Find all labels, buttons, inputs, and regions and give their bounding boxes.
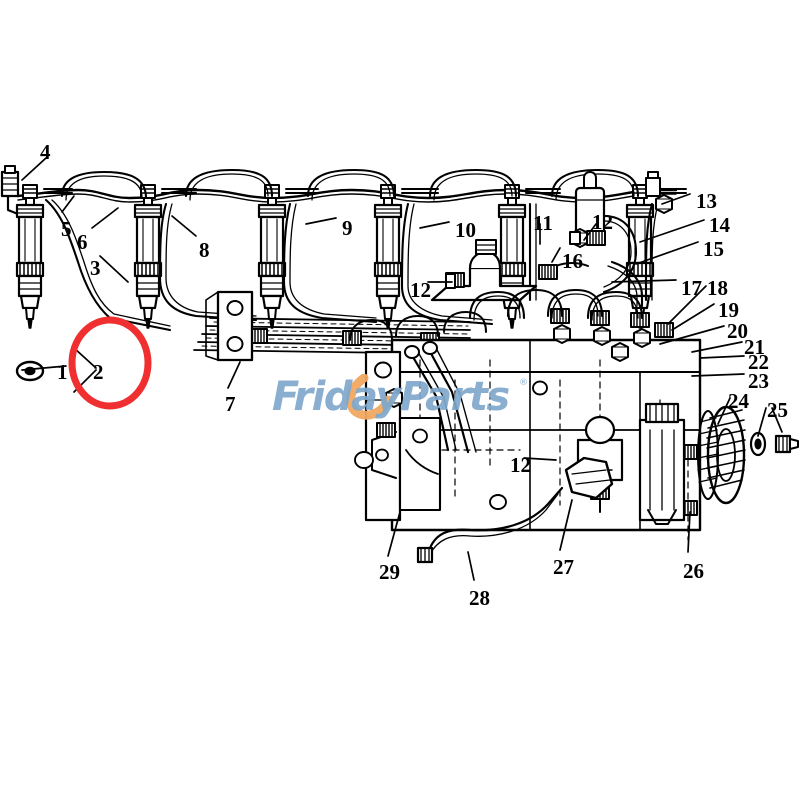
pump-drive-gear-24 — [697, 405, 746, 505]
injector-4 — [373, 183, 403, 330]
callout-number-17: 17 — [681, 276, 702, 300]
callout-number-11: 11 — [533, 211, 553, 235]
callout-number-7: 7 — [225, 392, 236, 416]
callout-number-23: 23 — [748, 369, 769, 393]
pump-face-fasteners — [354, 380, 548, 510]
callout-number-12: 12 — [592, 210, 613, 234]
overflow-valve-assembly — [574, 171, 673, 308]
callout-number-9: 9 — [342, 216, 353, 240]
callout-number-21: 21 — [744, 335, 765, 359]
callout-number-12: 12 — [510, 453, 531, 477]
injector-5 — [497, 183, 527, 330]
callout-number-13: 13 — [696, 189, 717, 213]
callout-number-2: 2 — [93, 360, 104, 384]
callout-number-20: 20 — [727, 319, 748, 343]
callout-number-24: 24 — [728, 389, 749, 413]
priming-pump-hex — [564, 456, 614, 500]
injector-3 — [257, 183, 287, 330]
callout-number-1: 1 — [57, 360, 68, 384]
callout-number-27: 27 — [553, 555, 574, 579]
control-rack-arms — [404, 341, 477, 454]
pump-mount-bolts-26 — [663, 442, 698, 541]
callout-number-29: 29 — [379, 560, 400, 584]
injector-2 — [133, 183, 163, 330]
callout-number-4: 4 — [40, 140, 51, 164]
overflow-elbow-13 — [645, 171, 673, 214]
plunger-bores — [349, 311, 487, 341]
callout-number-19: 19 — [718, 298, 739, 322]
callout-number-25: 25 — [767, 398, 788, 422]
inlet-fitting-4 — [0, 165, 20, 216]
high-pressure-fuel-lines — [60, 168, 640, 201]
callout-number-3: 3 — [90, 256, 101, 280]
callout-number-10: 10 — [455, 218, 476, 242]
callout-number-15: 15 — [703, 237, 724, 261]
callout-number-26: 26 — [683, 559, 704, 583]
pressure-pipe-runs — [44, 198, 659, 332]
injector-1 — [15, 183, 45, 330]
callout-number-28: 28 — [469, 586, 490, 610]
callout-number-6: 6 — [77, 230, 88, 254]
callout-number-16: 16 — [562, 249, 583, 273]
callout-number-12: 12 — [410, 278, 431, 302]
callout-number-5: 5 — [61, 217, 72, 241]
fuel-filter-body — [638, 402, 686, 525]
gear-washer-bolt-25 — [749, 431, 799, 457]
pump-return-hoses — [468, 288, 644, 321]
callout-number-22: 22 — [748, 350, 769, 374]
callout-leader-lines — [21, 157, 783, 581]
low-pressure-pipe-28 — [416, 486, 564, 564]
mounting-bracket-7 — [205, 290, 254, 362]
injector-seal-washer-1 — [15, 360, 45, 382]
callout-number-18: 18 — [707, 276, 728, 300]
fuel-fittings-12-16 — [445, 228, 606, 289]
callout-number-14: 14 — [709, 213, 730, 237]
callout-number-8: 8 — [199, 238, 210, 262]
